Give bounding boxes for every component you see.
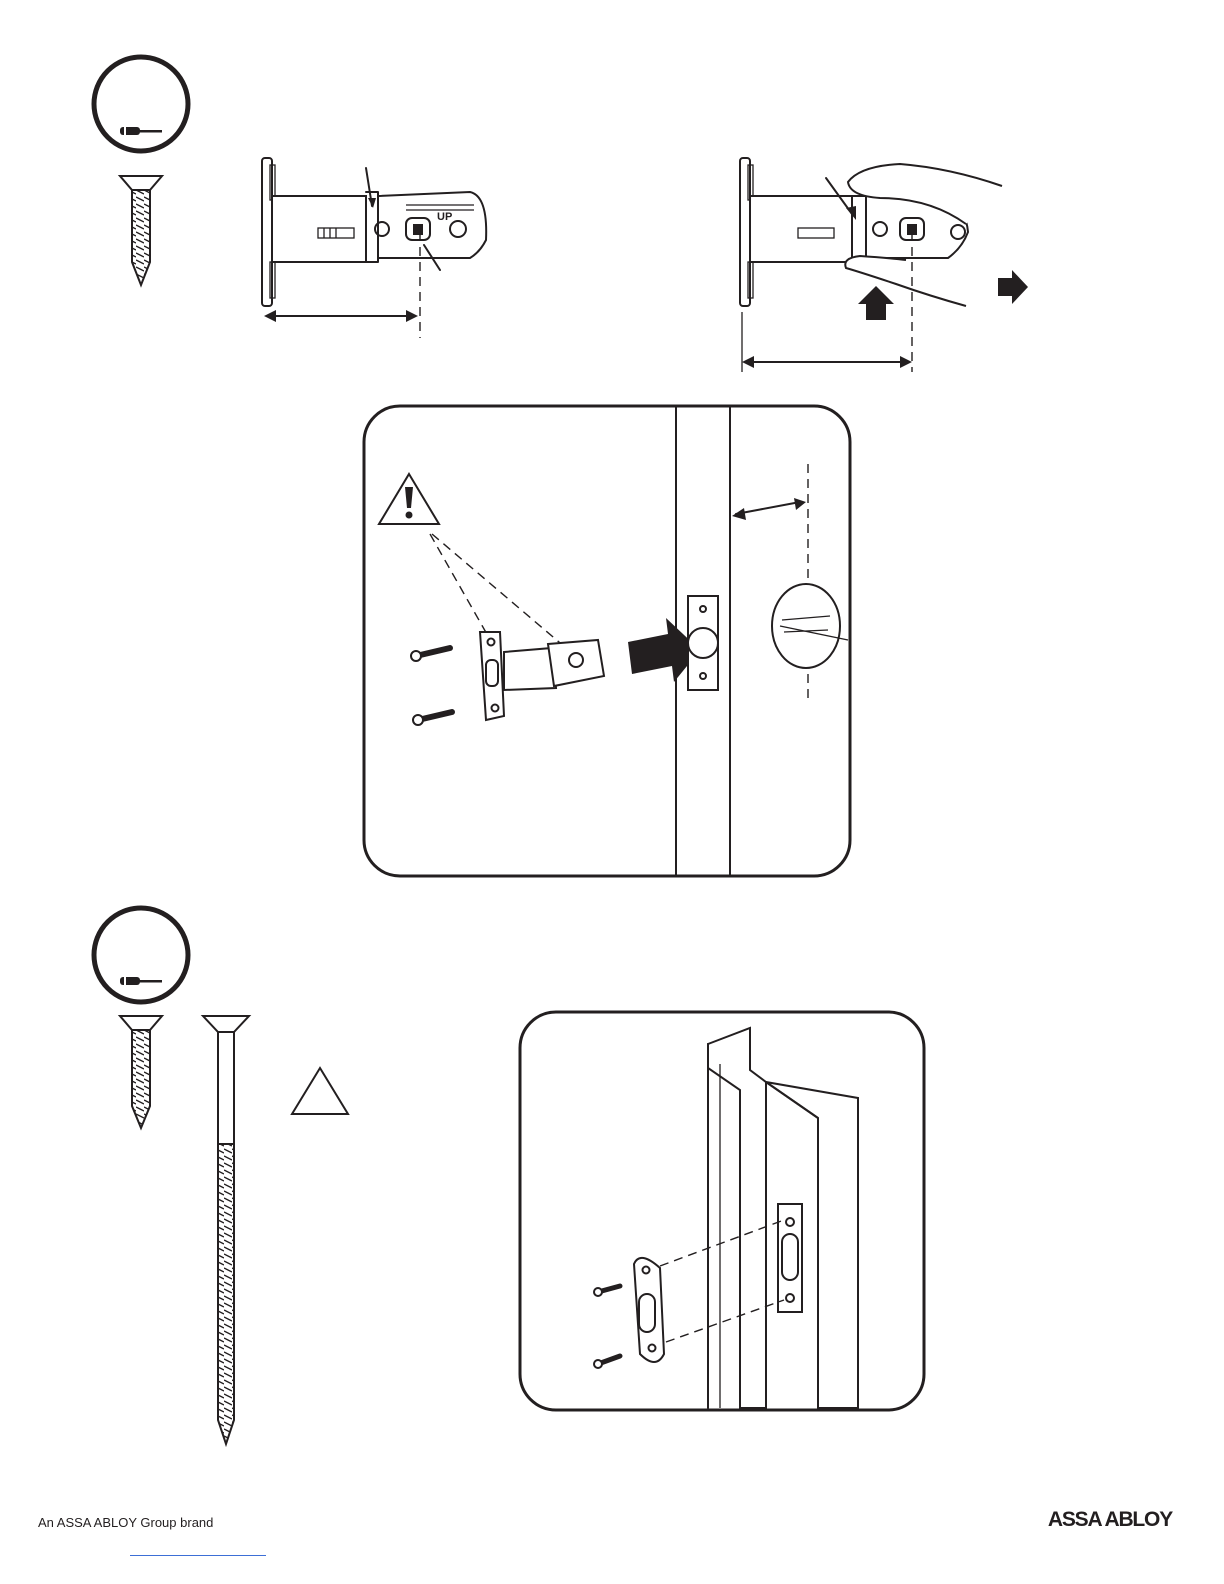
panel-latch-install (364, 406, 850, 876)
latch-figure-1b (740, 158, 1028, 372)
tool-circle-2 (94, 908, 188, 1002)
warning-icon (292, 1068, 348, 1114)
panel-strike-install (520, 1012, 924, 1410)
assa-abloy-logo: ASSA ABLOY (1048, 1508, 1172, 1532)
footer-brand-text: An ASSA ABLOY Group brand (38, 1515, 213, 1530)
screw-icon (120, 1016, 162, 1128)
long-screw-icon (203, 1016, 249, 1444)
latch-figure-1a: UP (262, 158, 486, 338)
strike-plate-icon (688, 596, 718, 690)
latch-up-label: UP (437, 211, 452, 223)
tool-circle-1 (94, 57, 188, 151)
screw-icon (120, 176, 162, 285)
footer-link-underline[interactable] (130, 1555, 266, 1556)
